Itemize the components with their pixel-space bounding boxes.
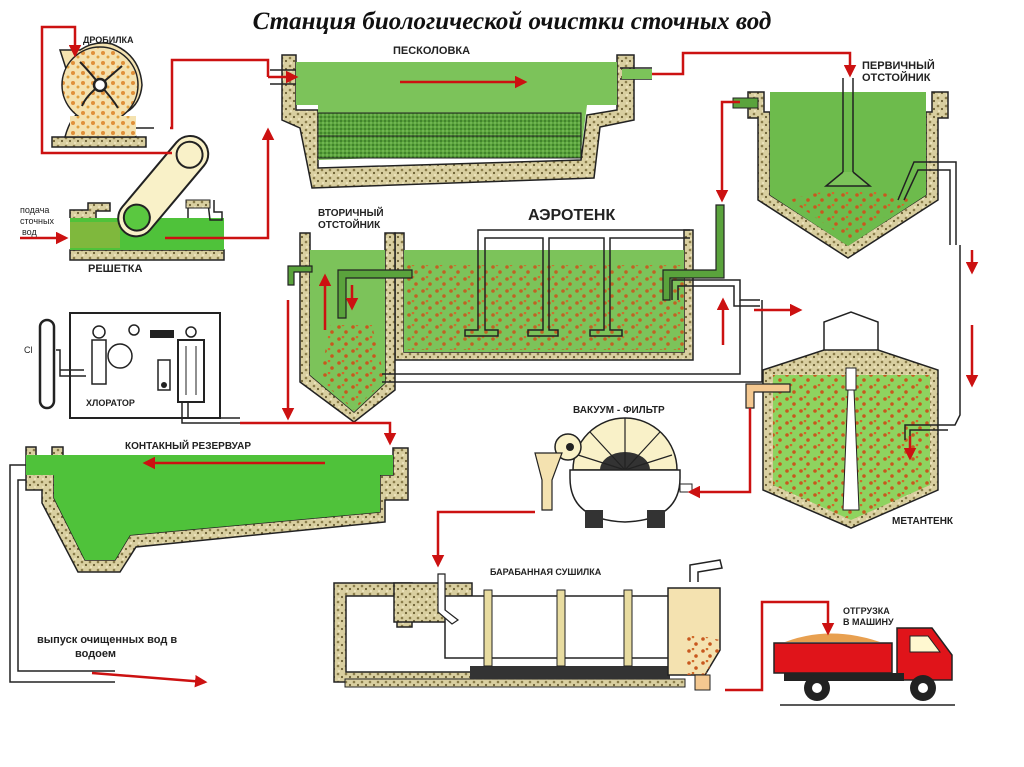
crusher [51, 42, 154, 148]
contact-tank [25, 446, 409, 573]
flow-lines [20, 25, 979, 692]
label-drum-dryer: БАРАБАННАЯ СУШИЛКА [490, 567, 602, 577]
label-truck-1: ОТГРУЗКА [843, 606, 890, 616]
label-outlet-1: выпуск очищенных вод в [37, 634, 178, 646]
label-primary-2: ОТСТОЙНИК [862, 72, 931, 84]
flow-to-crusher [40, 25, 172, 155]
label-aerotank: АЭРОТЕНК [528, 207, 616, 224]
flow-digester-to-filter [687, 408, 752, 499]
label-chlorine: Cl [24, 345, 33, 355]
diagram-title: Станция биологической очистки сточных во… [252, 8, 772, 35]
truck [773, 627, 955, 706]
label-outlet-2: водоем [75, 648, 117, 660]
aerotank [394, 204, 760, 361]
vacuum-filter [534, 417, 693, 528]
chlorinator [38, 312, 240, 424]
label-sand-trap: ПЕСКОЛОВКА [393, 45, 471, 57]
flow-crusher-to-sandtrap [170, 58, 270, 130]
bar-screen [69, 134, 225, 261]
flow-dryer-to-truck [725, 600, 835, 692]
label-chlorinator: ХЛОРАТОР [86, 398, 135, 408]
flow-filter-to-dryer [431, 510, 535, 568]
flow-outlet [91, 671, 208, 688]
label-crusher: ДРОБИЛКА [83, 35, 134, 45]
flow-screen-up [165, 127, 275, 240]
flow-chlor-to-contact [240, 421, 397, 446]
label-inflow-3: вод [22, 227, 37, 237]
flow-primary-to-aerotank [715, 100, 740, 203]
label-primary-1: ПЕРВИЧНЫЙ [862, 60, 935, 72]
sand-trap [270, 54, 652, 189]
label-screen: РЕШЕТКА [88, 263, 143, 275]
label-secondary-1: ВТОРИЧНЫЙ [318, 208, 384, 219]
primary-clarifier [732, 78, 957, 259]
label-inflow-2: сточных [20, 216, 54, 226]
label-truck-2: В МАШИНУ [843, 617, 894, 627]
drum-dryer [333, 559, 723, 691]
label-digester: МЕТАНТЕНК [892, 516, 954, 527]
label-vacuum-filter: ВАКУУМ - ФИЛЬТР [573, 405, 665, 416]
flow-to-primary [652, 51, 857, 78]
outlet-pipes [9, 464, 115, 683]
label-contact-tank: КОНТАКНЫЙ РЕЗЕРВУАР [125, 441, 252, 452]
label-inflow-1: подача [20, 205, 50, 215]
label-secondary-2: ОТСТОЙНИК [318, 220, 381, 231]
secondary-clarifier [287, 232, 763, 423]
digester [745, 245, 961, 529]
